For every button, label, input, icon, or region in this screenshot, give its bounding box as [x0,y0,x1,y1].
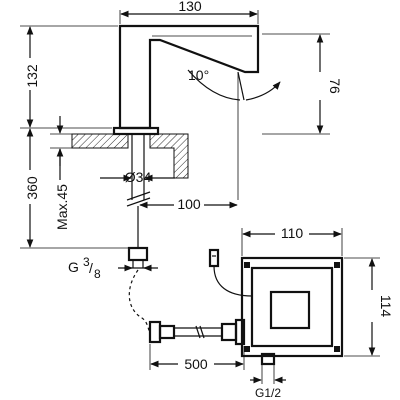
dim-132-label: 132 [24,64,40,88]
countertop-section [71,133,189,179]
dim-g12 [250,364,286,384]
solenoid-box [240,256,344,358]
dim-500-label: 500 [184,356,208,372]
thread-g38-letter: G [68,259,79,275]
dim-114-label: 114 [378,295,394,318]
faucet-base-flange [112,126,160,136]
thread-g38-den: 8 [94,267,101,281]
flex-hose [128,269,151,333]
dim-130-label: 130 [178,0,202,14]
sensor-beam [237,71,245,101]
dim-angle [187,69,281,200]
thread-g38-num: 3 [83,255,90,269]
dim-max45-label: Max.45 [54,184,70,230]
dim-angle-label: 10° [188,67,209,83]
box-outlet [260,352,276,366]
faucet-body [112,24,260,136]
dim-76-label: 76 [327,78,343,94]
dim-100-label: 100 [177,196,201,212]
mounting-shank [126,134,151,248]
dim-130 [119,10,259,24]
dim-110-label: 110 [281,225,304,241]
sensor-cable [208,248,253,297]
svg-text:/: / [89,260,93,276]
dim-360-label: 360 [24,176,40,200]
inlet-connector [118,246,158,272]
dim-diameter-label: Ø34 [125,169,152,185]
dim-g12-label: G1/2 [255,386,281,400]
braided-hose [148,318,276,366]
